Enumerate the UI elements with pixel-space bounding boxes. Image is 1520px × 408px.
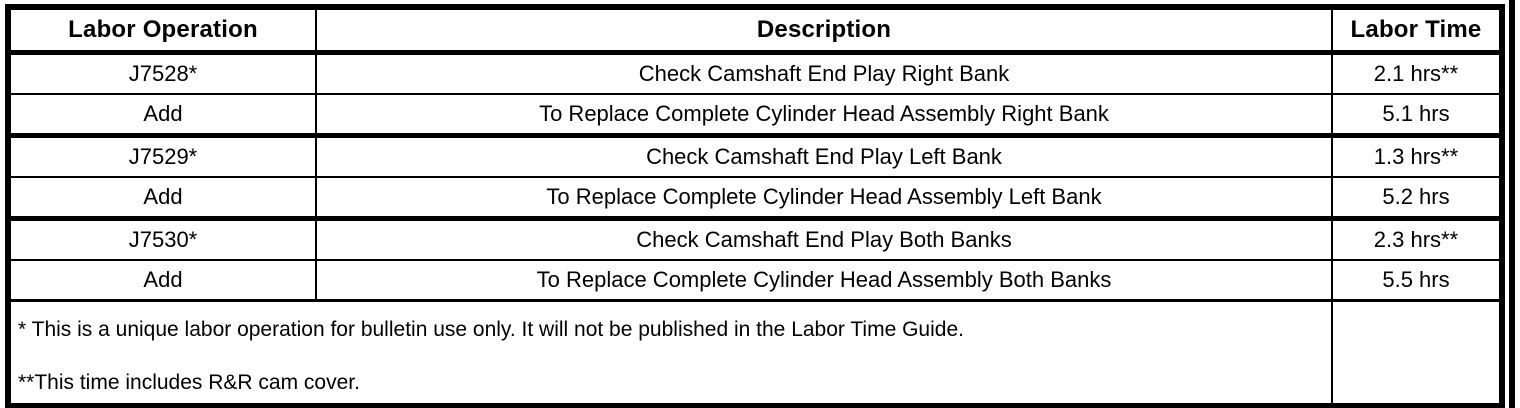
table-row: Add To Replace Complete Cylinder Head As… (7, 260, 1503, 302)
labor-operation-cell: Add (7, 94, 317, 138)
table-header-row: Labor Operation Description Labor Time (7, 7, 1503, 55)
description-cell: To Replace Complete Cylinder Head Assemb… (315, 260, 1333, 302)
labor-operation-cell: J7530* (7, 218, 317, 261)
labor-operation-cell: J7529* (7, 135, 317, 178)
table-row: J7528* Check Camshaft End Play Right Ban… (7, 52, 1503, 95)
description-cell: To Replace Complete Cylinder Head Assemb… (315, 94, 1333, 138)
labor-operation-cell: Add (7, 177, 317, 221)
labor-time-cell: 5.1 hrs (1331, 94, 1503, 138)
footnote-time-includes-cam-cover: **This time includes R&R cam cover. (18, 371, 360, 395)
labor-operation-cell: Add (7, 260, 317, 302)
description-cell: To Replace Complete Cylinder Head Assemb… (315, 177, 1333, 221)
empty-labor-time-cell (1331, 300, 1503, 407)
header-labor-operation: Labor Operation (7, 7, 317, 55)
labor-time-cell: 2.1 hrs** (1331, 52, 1503, 95)
labor-time-cell: 5.2 hrs (1331, 177, 1503, 221)
header-labor-time: Labor Time (1331, 7, 1503, 55)
header-description: Description (315, 7, 1333, 55)
labor-time-cell: 2.3 hrs** (1331, 218, 1503, 261)
table-row: Add To Replace Complete Cylinder Head As… (7, 94, 1503, 138)
footnote-unique-labor-operation: * This is a unique labor operation for b… (18, 318, 964, 341)
table-row: J7529* Check Camshaft End Play Left Bank… (7, 135, 1503, 178)
footnotes-cell: * This is a unique labor operation for b… (7, 300, 1333, 407)
labor-time-table: Labor Operation Description Labor Time J… (5, 4, 1505, 408)
labor-time-cell: 5.5 hrs (1331, 260, 1503, 302)
labor-operation-cell: J7528* (7, 52, 317, 95)
footnote-row: * This is a unique labor operation for b… (7, 300, 1503, 407)
table-row: J7530* Check Camshaft End Play Both Bank… (7, 218, 1503, 261)
description-cell: Check Camshaft End Play Both Banks (315, 218, 1333, 261)
table-row: Add To Replace Complete Cylinder Head As… (7, 177, 1503, 221)
description-cell: Check Camshaft End Play Left Bank (315, 135, 1333, 178)
description-cell: Check Camshaft End Play Right Bank (315, 52, 1333, 95)
labor-time-cell: 1.3 hrs** (1331, 135, 1503, 178)
page-edge-line (1509, 0, 1515, 408)
